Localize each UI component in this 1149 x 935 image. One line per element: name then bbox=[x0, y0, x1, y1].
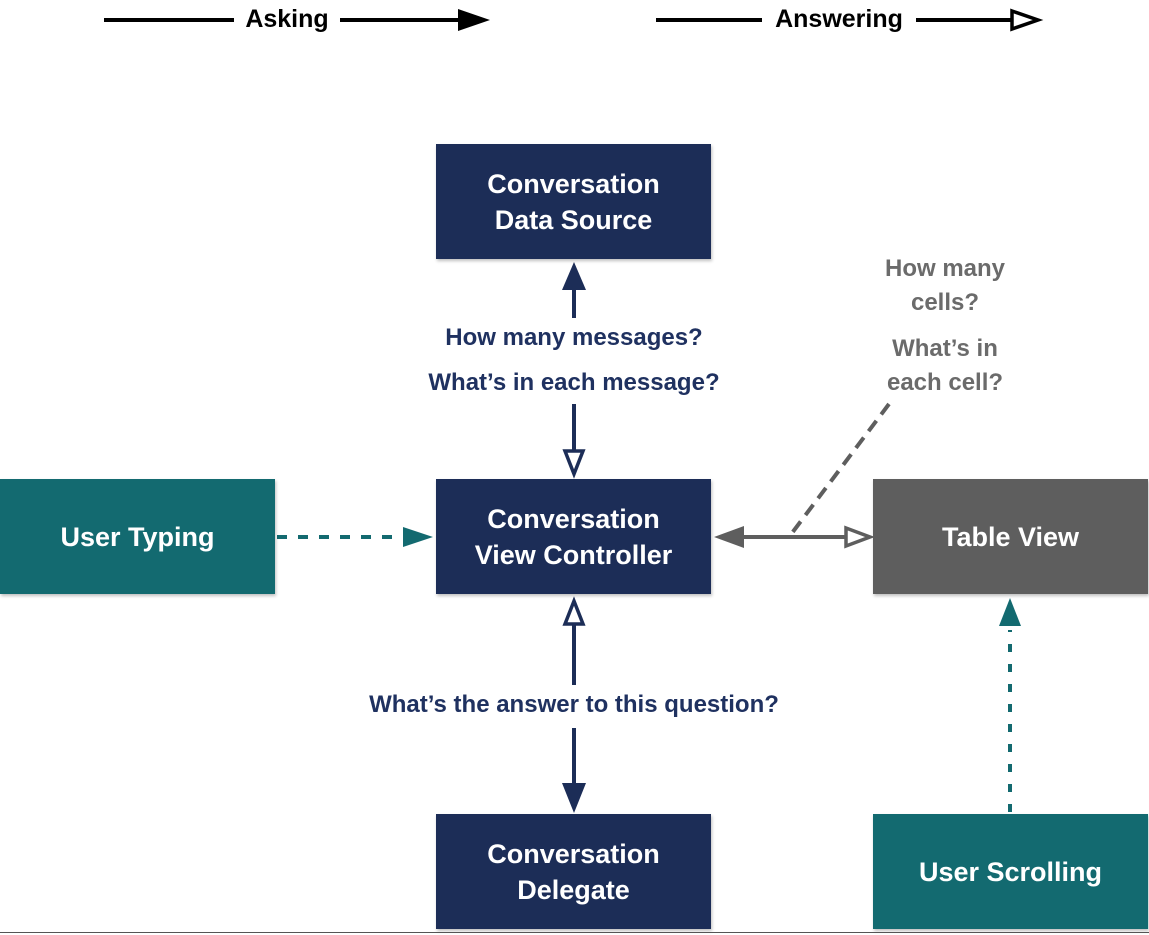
legend-asking-arrow bbox=[104, 9, 490, 31]
whats-in-each-cell-label-line1: What’s in bbox=[892, 335, 998, 362]
delegate-title-line2: Delegate bbox=[517, 874, 630, 905]
conversation-data-source-box: Conversation Data Source bbox=[436, 144, 711, 259]
delegate-title-line1: Conversation bbox=[487, 838, 660, 869]
how-many-messages-label: How many messages? bbox=[394, 324, 754, 352]
conversation-delegate-box: Conversation Delegate bbox=[436, 814, 711, 929]
vc-datasource-connector bbox=[562, 262, 586, 479]
whats-in-each-message-label: What’s in each message? bbox=[394, 369, 754, 397]
whats-the-answer-label: What’s the answer to this question? bbox=[324, 691, 824, 719]
typing-vc-connector bbox=[277, 527, 433, 547]
table-view-box: Table View bbox=[873, 479, 1148, 594]
legend-answering-arrow bbox=[656, 8, 1044, 32]
legend-asking-label: Asking bbox=[236, 5, 338, 34]
user-scrolling-label: User Scrolling bbox=[918, 856, 1103, 887]
user-typing-box: User Typing bbox=[0, 479, 275, 594]
data-source-title-line1: Conversation bbox=[487, 168, 660, 199]
conversation-view-controller-box: Conversation View Controller bbox=[436, 479, 711, 594]
how-many-cells-label-line2: cells? bbox=[910, 289, 980, 316]
bottom-divider bbox=[0, 932, 1149, 933]
user-scrolling-box: User Scrolling bbox=[873, 814, 1148, 929]
whats-in-each-cell-label-line2: each cell? bbox=[886, 369, 1004, 396]
view-controller-title-line2: View Controller bbox=[474, 539, 673, 570]
legend-answering-label: Answering bbox=[764, 5, 914, 34]
view-controller-title-line1: Conversation bbox=[487, 503, 660, 534]
data-source-title-line2: Data Source bbox=[494, 204, 653, 235]
table-view-label: Table View bbox=[941, 521, 1080, 552]
user-typing-label: User Typing bbox=[60, 521, 215, 552]
how-many-cells-label-line1: How many bbox=[884, 255, 1006, 282]
scrolling-tableview-connector bbox=[999, 598, 1021, 812]
cells-callout-line bbox=[790, 402, 891, 535]
vc-tableview-connector bbox=[714, 525, 875, 549]
vc-delegate-connector bbox=[562, 596, 586, 813]
